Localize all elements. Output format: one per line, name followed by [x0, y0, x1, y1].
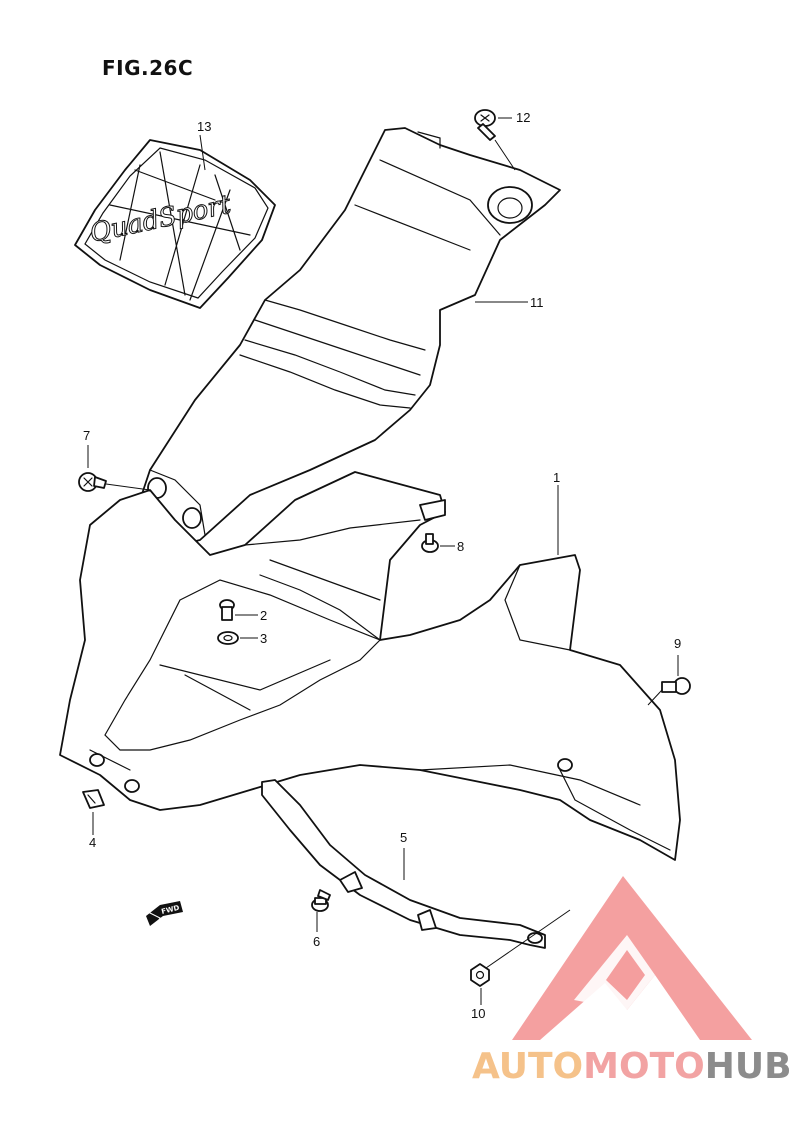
front-fender-1: [59, 471, 681, 861]
bolt-7: [78, 472, 107, 492]
watermark-text: AUTOMOTOHUB: [472, 1046, 792, 1087]
callout-4: 4: [89, 835, 96, 850]
callout-10: 10: [471, 1006, 485, 1021]
callout-3: 3: [260, 631, 267, 646]
callout-2: 2: [260, 608, 267, 623]
leader-lines: [87, 117, 679, 1005]
bolt-9: [661, 677, 691, 695]
clip-nut-4: [82, 789, 105, 809]
callout-12: 12: [516, 110, 530, 125]
decal-13: QuadSport: [74, 139, 276, 309]
automotohub-logo: [512, 876, 752, 1040]
bolt-6: [311, 889, 331, 912]
callout-9: 9: [674, 636, 681, 651]
watermark-moto: MOTO: [583, 1046, 705, 1087]
bolt-2: [219, 599, 235, 621]
fender-brace-5: [261, 779, 546, 949]
callout-7: 7: [83, 428, 90, 443]
callout-5: 5: [400, 830, 407, 845]
callout-6: 6: [313, 934, 320, 949]
watermark-auto: AUTO: [472, 1046, 584, 1087]
bolt-8: [421, 533, 439, 553]
watermark-hub: HUB: [704, 1046, 792, 1087]
washer-3: [217, 631, 239, 645]
fwd-direction-marker: FWD: [146, 901, 183, 926]
figure-title: FIG.26C: [102, 56, 194, 80]
callout-1: 1: [553, 470, 560, 485]
front-center-cover-11: [139, 127, 561, 546]
callout-11: 11: [530, 295, 544, 310]
callout-8: 8: [457, 539, 464, 554]
bolt-12: [474, 109, 496, 141]
callout-13: 13: [197, 119, 211, 134]
nut-10: [470, 963, 490, 987]
